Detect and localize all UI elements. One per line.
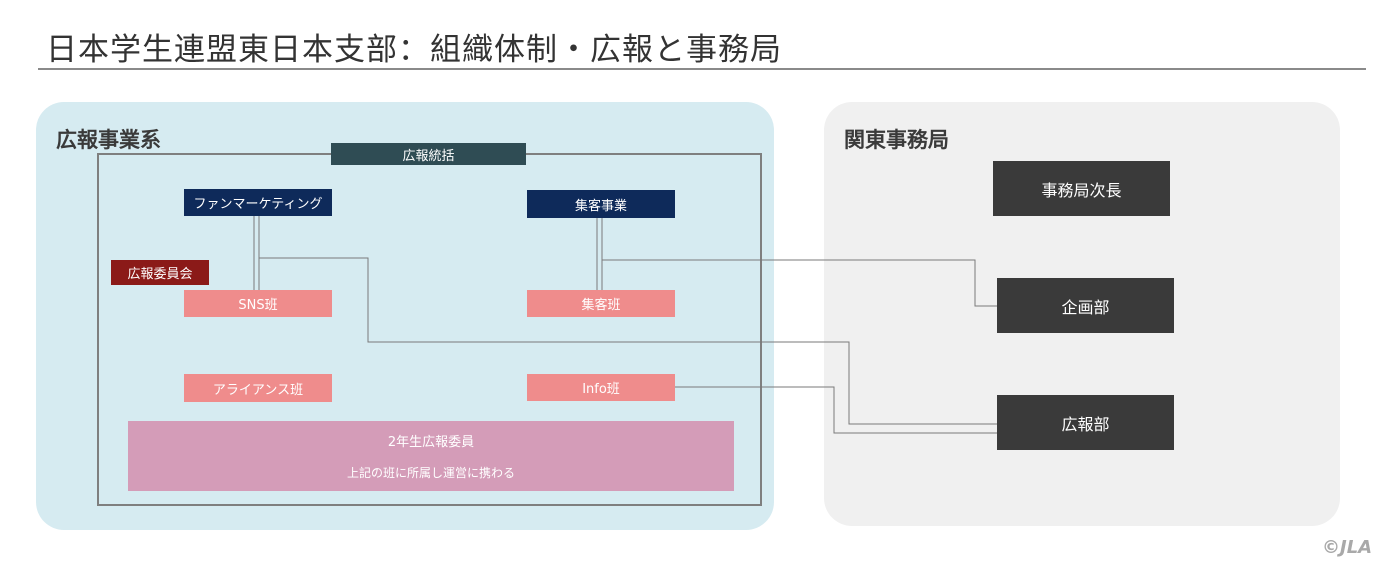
- deputy-secretary-box: 事務局次長: [993, 161, 1170, 216]
- fan-marketing-box: ファンマーケティング: [184, 189, 332, 216]
- attraction-team-box: 集客班: [527, 290, 675, 317]
- attraction-business-box: 集客事業: [527, 190, 675, 218]
- info-team-box: Info班: [527, 374, 675, 401]
- kanto-office-title: 関東事務局: [844, 128, 949, 152]
- copyright-mark: ©JLA: [1322, 537, 1373, 558]
- page-title: 日本学生連盟東日本支部：組織体制・広報と事務局: [46, 32, 782, 68]
- connector-fan-pr-a: [259, 257, 997, 425]
- pr-dept-box: 広報部: [997, 395, 1174, 450]
- sns-team-box: SNS班: [184, 290, 332, 317]
- connector-attr-planning: [602, 259, 997, 307]
- title-divider: [38, 68, 1366, 70]
- alliance-team-box: アライアンス班: [184, 374, 332, 402]
- pr-committee-badge: 広報委員会: [111, 260, 209, 285]
- second-year-members-box: 2年生広報委員 上記の班に所属し運営に携わる: [128, 421, 734, 491]
- pr-division-title: 広報事業系: [56, 128, 161, 152]
- connector-info-pr: [675, 386, 997, 434]
- pr-oversight-header: 広報統括: [331, 143, 526, 165]
- members-note: 上記の班に所属し運営に携わる: [346, 466, 515, 480]
- planning-dept-box: 企画部: [997, 278, 1174, 333]
- members-title: 2年生広報委員: [387, 435, 475, 450]
